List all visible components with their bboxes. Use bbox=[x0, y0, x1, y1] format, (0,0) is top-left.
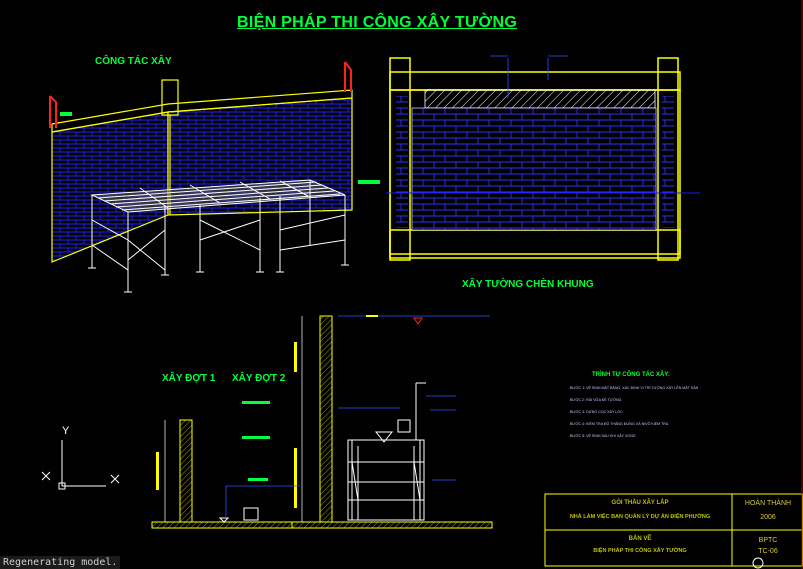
label-masonry-work: CÔNG TÁC XÂY bbox=[95, 56, 172, 67]
title-block-sheet-name: BIỆN PHÁP THI CÔNG XÂY TƯỜNG bbox=[593, 548, 687, 554]
title-block-sheet-label: BẢN VẼ bbox=[628, 536, 652, 542]
work-sequence-title: TRÌNH TỰ CÔNG TÁC XÂY: bbox=[592, 372, 670, 378]
work-sequence-step: BƯỚC 3: DỰNG CỌC XÂY LÓC bbox=[570, 410, 623, 414]
title-block-status: HOÀN THÀNH bbox=[744, 500, 792, 507]
title-block-year: 2006 bbox=[760, 514, 776, 521]
section-stage-2 bbox=[225, 315, 493, 529]
title-block-project: NHÀ LÀM VIỆC BAN QUẢN LÝ DỰ ÁN ĐIỆN PHƯỜ… bbox=[569, 514, 711, 520]
work-sequence-notes: TRÌNH TỰ CÔNG TÁC XÂY: BƯỚC 1: VỆ SINH M… bbox=[570, 372, 740, 438]
title-block bbox=[544, 493, 803, 567]
scaffold-platform bbox=[88, 179, 349, 293]
work-sequence-step: BƯỚC 1: VỆ SINH MẶT BẰNG, XÁC ĐỊNH VỊ TR… bbox=[570, 386, 699, 390]
work-sequence-step: BƯỚC 5: VỆ SINH SAU KHI XÂY XONG bbox=[570, 434, 636, 438]
work-sequence-step: BƯỚC 4: KIỂM TRA ĐỘ THẲNG ĐỨNG VÀ NIVÔ K… bbox=[570, 422, 669, 426]
label-infill-wall: XÂY TƯỜNG CHÈN KHUNG bbox=[462, 279, 594, 290]
section-stage-1 bbox=[151, 419, 293, 529]
drawing-title: BIỆN PHÁP THI CÔNG XÂY TƯỜNG bbox=[237, 14, 518, 31]
work-sequence-step: BƯỚC 2: RẢI VỮA ĐỂ TƯỜNG bbox=[570, 398, 622, 402]
title-block-sheet-code: BPTC bbox=[758, 537, 778, 544]
title-block-sheet-number: TC-06 bbox=[758, 548, 778, 555]
infill-wall-elevation bbox=[386, 55, 700, 261]
crosshair-cursor-icon bbox=[752, 557, 764, 569]
ucs-icon bbox=[41, 440, 120, 490]
masonry-wall-isometric bbox=[49, 61, 380, 263]
command-line-status: Regenerating model. bbox=[0, 556, 121, 569]
label-stage-2: XÂY ĐỢT 2 bbox=[232, 373, 286, 384]
ucs-y-label: Y bbox=[62, 425, 70, 437]
label-stage-1: XÂY ĐỢT 1 bbox=[162, 373, 216, 384]
title-block-company: GÓI THẦU XÂY LẮP bbox=[611, 500, 669, 506]
